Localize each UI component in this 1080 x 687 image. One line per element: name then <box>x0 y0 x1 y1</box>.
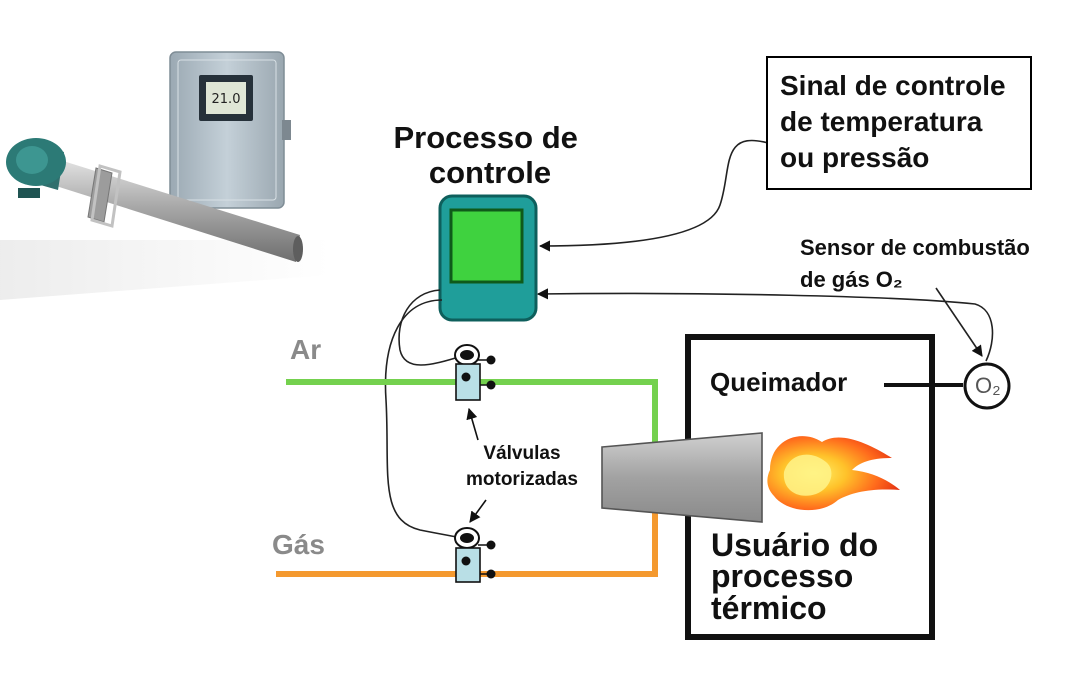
signal-line-1: Sinal de controle <box>780 70 1006 101</box>
gas-valve <box>454 527 496 583</box>
air-valve-wire <box>398 289 463 366</box>
signal-line-3: ou pressão <box>780 141 930 173</box>
valve-pointer-air <box>466 407 479 441</box>
controller-title-line-1: Processo de <box>394 120 578 155</box>
controller-title-line-2: controle <box>429 155 551 190</box>
signal-box: Sinal de controle de temperatura ou pres… <box>766 56 1032 190</box>
burner-nozzle <box>601 432 763 523</box>
signal-line-2: de temperatura <box>780 105 983 137</box>
controller-screen <box>449 208 524 284</box>
o2-symbol: O₂ <box>975 373 1001 398</box>
thermal-user-label: Usuário do processo térmico <box>711 527 879 626</box>
air-label: Ar <box>290 334 322 365</box>
valves-label: Válvulas motorizadas <box>466 441 578 492</box>
o2-sensor-icon <box>963 362 1011 410</box>
sensor-label: Sensor de combustão de gás O₂ <box>800 232 1030 296</box>
burner-label: Queimador <box>710 367 848 397</box>
sensor-pointer <box>935 287 983 357</box>
signal-wire <box>538 139 769 252</box>
sensor-line-2: de gás O₂ <box>800 266 903 292</box>
valve-pointer-gas <box>469 499 487 523</box>
analyzer-illustration: 21.0 <box>0 51 330 300</box>
flame-icon <box>767 436 900 511</box>
valves-line-1: Válvulas <box>483 443 561 464</box>
air-valve <box>454 344 496 401</box>
user-line-2: processo <box>711 558 854 595</box>
sensor-line-1: Sensor de combustão <box>800 235 1030 260</box>
analyzer-display-value: 21.0 <box>212 92 241 107</box>
o2-feedback-wire <box>536 288 994 362</box>
controller-title: Processo de controle <box>394 120 587 190</box>
controller <box>438 194 538 322</box>
signal-box-text: Sinal de controle de temperatura ou pres… <box>780 68 1006 175</box>
valves-line-2: motorizadas <box>466 468 578 490</box>
user-line-1: Usuário do <box>711 527 879 563</box>
user-line-3: térmico <box>711 589 827 626</box>
gas-valve-wire <box>384 299 463 539</box>
gas-label: Gás <box>272 529 325 560</box>
gas-line <box>276 508 658 577</box>
air-line <box>286 379 658 445</box>
